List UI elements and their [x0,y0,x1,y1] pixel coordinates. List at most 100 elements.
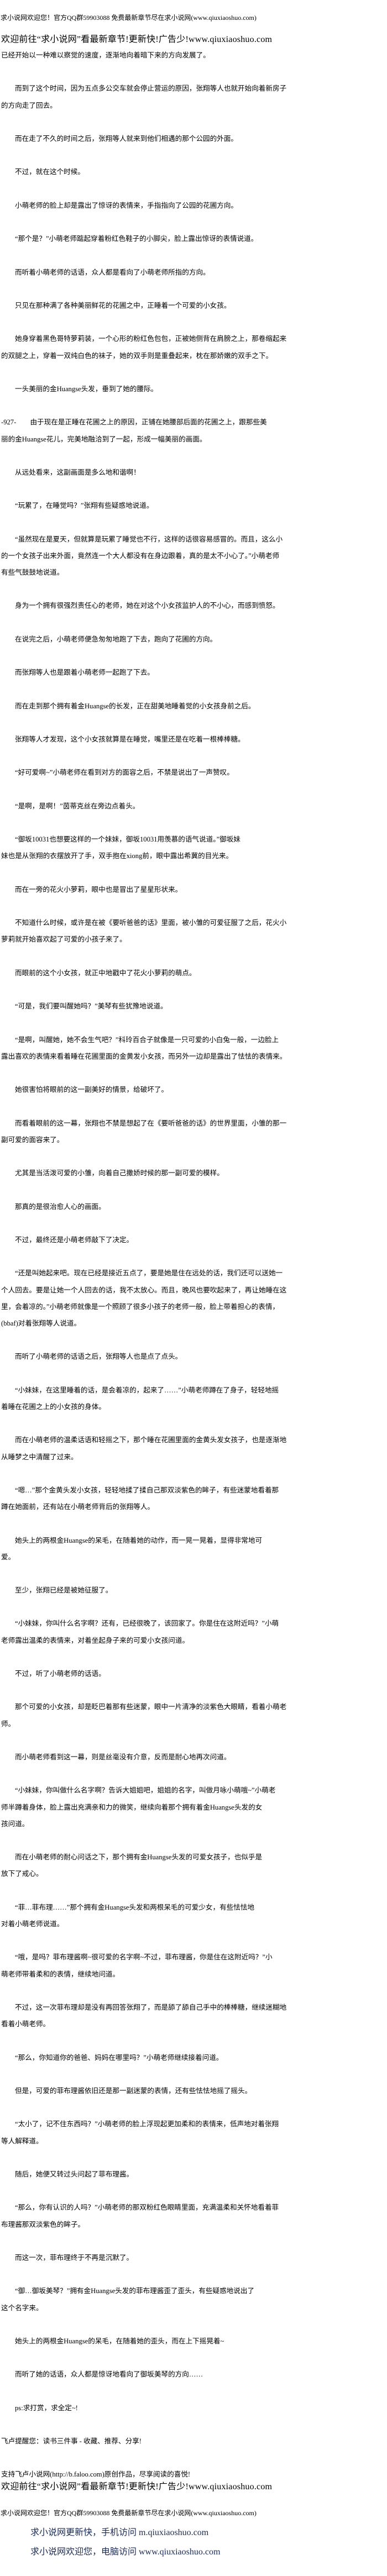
text-line: 但是，可爱的菲布理酱依旧还是那一副迷蒙的表情，还有些怯怯地摇了摇头。 [15,2087,252,2095]
paragraph: 小萌老师的脸上却是露出了惊讶的表情来，手指指向了公园的花圃方向。 [0,197,387,214]
paragraph: 而在小萌老师的耐心问话之下，那个拥有金Huangse头发的可爱女孩子，也似乎是放… [0,1849,387,1882]
paragraph: “那么，你知道你的爸爸、妈妈在哪里吗？”小萌老师继续接着问道。 [0,2049,387,2066]
text-line: 不过，听了小萌老师的话语。 [15,1670,106,1678]
paragraph: “哦，是吗？菲布理酱啊~很可爱的名字啊~不过，菲布理酱，你是住在这附近吗？”小萌… [0,1949,387,1982]
text-line: 尤其是当活泼可爱的小雏，向着自己撒娇时候的那一副可爱的模样。 [15,1169,224,1177]
text-line: 萌老师带着柔和的表情，继续地问道。 [1,1970,120,1978]
paragraph: “可是，我们要叫醒她吗？”美琴有些犹豫地说道。 [0,998,387,1014]
text-line: 对着小萌老师说道。 [1,1920,64,1928]
paragraph: ps:求打赏，求全定~! [0,2400,387,2416]
paragraph: “嗯…”那个金黄头发小女孩，轻轻地揉了揉自己那双淡紫色的眸子，有些迷蒙地看着那蹲… [0,1482,387,1515]
text-line: 而这一次，菲布理终于不再是沉默了。 [15,2253,134,2262]
text-line: “是啊，叫醒她，她不会生气吧？”科玲百合子就像是一只可爱的小白兔一般，一边脸上 [15,1035,279,1044]
paragraph: 身为一个拥有很强烈责任心的老师，她在对这个小女孩监护人的不小心，而感到愤怒。 [0,597,387,614]
faloo-support-notice: 支持飞卢小说网(http://b.faloo.com)原创作品，尽享阅读的喜悦! [1,2470,191,2479]
paragraph: 而在一旁的花火小萝莉，眼中也是冒出了星星形状来。 [0,881,387,898]
text-line: 而到了这个时间，因为五点多公交车就会停止营运的原因，张翔等人也就开始向着新房子 [15,85,287,93]
text-line: 而小萌老师看到这一幕，则是丝毫没有介意，反而是耐心地再次问道。 [15,1753,231,1762]
paragraph: 而在走了不久的时间之后，张翔等人就来到他们相遇的那个公园的外面。 [0,130,387,147]
paragraph: 不知道什么时候，或许是在被《要听爸爸的话》里面，被小雏的可爱征服了之后，花火小萝… [0,914,387,948]
text-line: 放下了戒心。 [1,1870,43,1878]
page: 求小说网欢迎您！官方QQ群59903088 免费最新章节尽在求小说网(www.q… [0,12,387,2559]
text-line: 丽的金Huangse花儿，完美地融洽到了一起，形成一幅美丽的画面。 [1,435,207,443]
paragraph: -927- 由于现在是正睡在花圃之上的原因，正铺在她腰部后面的花圃之上，跟那些美… [0,414,387,447]
paragraph: 那个可爱的小女孩，却是眨巴着那有些迷蒙，眼中一片清净的淡紫色大眼睛，看着小萌老师… [0,1699,387,1732]
paragraph: 只见在那种满了各种美丽鲜花的花圃之中，正睡着一个可爱的小女孩。 [0,297,387,314]
paragraph: 而眼前的这个小女孩，就正中地戳中了花火小萝莉的萌点。 [0,965,387,981]
paragraph: 而到了这个时间，因为五点多公交车就会停止营运的原因，张翔等人也就开始向着新房子的… [0,80,387,113]
paragraph: 而小萌老师看到这一幕，则是丝毫没有介意，反而是耐心地再次问道。 [0,1749,387,1765]
paragraph: 那真的是很治愈人心的画面。 [0,1198,387,1215]
text-line: ps:求打赏，求全定~! [15,2404,78,2412]
paragraph: 不过，最终还是小萌老师敲下了决定。 [0,1232,387,1248]
text-line: 看着小萌老师。 [1,2020,50,2028]
text-line: 而在小萌老师的耐心问话之下，那个拥有金Huangse头发的可爱女孩子，也似乎是 [15,1853,263,1862]
paragraph: “那个是？”小萌老师踮起穿着粉红色鞋子的小脚尖，脸上露出惊讶的表情说道。 [0,230,387,247]
text-line: 而眼前的这个小女孩，就正中地戳中了花火小萝莉的萌点。 [15,969,196,977]
text-line: “小妹妹，你叫做什么名字啊？告诉大姐姐吧，姐姐的名字，叫做月咏小萌哦~”小萌老 [15,1786,276,1795]
text-line: 从睡梦之中清醒了过来。 [1,1453,78,1461]
paragraph: “那么，你有认识的人吗？”小萌老师的那双粉红色眼睛里面，充满温柔和关怀地看着菲布… [0,2199,387,2232]
paragraph: 不过，就在这个时候。 [0,164,387,180]
paragraph: 尤其是当活泼可爱的小雏，向着自己撒娇时候的那一副可爱的模样。 [0,1165,387,1181]
paragraph: 她头上的两根金Huangse的呆毛，在随着她的歪头，而在上下摇晃着~ [0,2333,387,2349]
text-line: “太小了，记不住东西吗？”小萌老师的脸上浮现起更加柔和的表情来，低声地对着张翔 [15,2120,279,2128]
paragraph: 在说完之后，小萌老师便急匆匆地跑了下去，跑向了花圃的方向。 [0,631,387,648]
text-line: 而在小萌老师的温柔话语和轻摇之下，那个睡在花圃里面的金黄头发女孩子，也是逐渐地 [15,1436,287,1444]
text-line: 已经开始以一种难以察觉的速度，逐渐地向着暗下来的方向发展了。 [1,51,210,59]
text-line: “御坂10031也想要这样的一个妹妹，御坂10031用羡慕的语气说道。”御坂妹 [15,835,240,844]
paragraph: “好可爱啊~”小萌老师在看到对方的面容之后，不禁是说出了一声赞叹。 [0,764,387,781]
text-line: “是啊，是啊！”茵蒂克丝在旁边点着头。 [15,802,140,810]
paragraph: 而看着眼前的这一幕，张翔也不禁是想起了在《要听爸爸的话》的世界里面，小雏的那一副… [0,1115,387,1148]
text-line: 蹲在她面前，还有站在小萌老师背后的张翔等人。 [1,1503,155,1511]
paragraph: “太小了，记不住东西吗？”小萌老师的脸上浮现起更加柔和的表情来，低声地对着张翔等… [0,2116,387,2149]
text-line: 那个可爱的小女孩，却是眨巴着那有些迷蒙，眼中一片清净的淡紫色大眼睛，看着小萌老 [15,1703,287,1711]
text-line: 在说完之后，小萌老师便急匆匆地跑了下去，跑向了花圃的方向。 [15,635,217,643]
text-line: 她头上的两根金Huangse的呆毛，在随着她的歪头，而在上下摇晃着~ [15,2337,224,2345]
site-banner-footer: 欢迎前往“求小说网”看最新章节!更新快!广告少!www.qiuxiaoshuo.… [1,2482,273,2491]
faloo-reminder: 飞卢提醒您：读书三件事 - 收藏、推荐、分享! [1,2437,142,2446]
paragraph: 至少，张翔已经是被她征服了。 [0,1582,387,1599]
text-line: 不过，就在这个时候。 [15,168,85,176]
text-line: -927- 由于现在是正睡在花圃之上的原因，正铺在她腰部后面的花圃之上，跟那些美 [1,418,267,427]
paragraph: 而张翔等人也是跟着小萌老师一起跑了下去。 [0,664,387,681]
text-line: 张翔等人才发现，这个小女孩就算是在睡觉，嘴里还是在吃着一根棒棒糖。 [15,735,245,744]
text-line: 一头美丽的金Huangse头发，垂到了她的腰际。 [15,385,158,393]
text-line: 爱。 [1,1553,15,1561]
paragraph: 从远处看来，这副画面是多么地和谐啊！ [0,464,387,481]
text-line: “嗯…”那个金黄头发小女孩，轻轻地揉了揉自己那双淡紫色的眸子，有些迷蒙地看着那 [15,1486,279,1494]
text-line: 而在一旁的花火小萝莉，眼中也是冒出了星星形状来。 [15,885,182,893]
text-line: “好可爱啊~”小萌老师在看到对方的面容之后，不禁是说出了一声赞叹。 [15,769,234,777]
text-line: 而听了她的话语，众人都是惊讶地看向了御坂美琴的方向…… [15,2370,203,2379]
text-line: 从远处看来，这副画面是多么地和谐啊！ [15,468,140,476]
text-line: “御…御坂美琴？”拥有金Huangse头发的菲布理酱歪了歪头，有些疑惑地说出了 [15,2287,255,2295]
text-line: 的方向走了回去。 [1,101,57,109]
chapter-body: 而到了这个时间，因为五点多公交车就会停止营运的原因，张翔等人也就开始向着新房子的… [0,80,387,2416]
text-line: 而在走了不久的时间之后，张翔等人就来到他们相遇的那个公园的外面。 [15,134,238,143]
paragraph: 而在小萌老师的温柔话语和轻摇之下，那个睡在花圃里面的金黄头发女孩子，也是逐渐地从… [0,1432,387,1465]
text-line: 她身穿着黑色哥特萝莉装，一个心形的粉红色包包，正被她侧背在肩膀之上，那卷缩起来 [15,335,287,343]
pc-access-link[interactable]: 求小说网欢迎您，电脑访问 www.qiuxiaoshuo.com [30,2547,221,2557]
text-line: “哦，是吗？菲布理酱啊~很可爱的名字啊~不过，菲布理酱，你是住在这附近吗？”小 [15,1953,273,1962]
paragraph: “菲…菲布理……”那个拥有金Huangse头发和两根呆毛的可爱少女，有些怯怯地对… [0,1899,387,1932]
paragraph: “玩累了，在睡觉吗？”张翔有些疑惑地说道。 [0,497,387,514]
text-line: 师半蹲着身体，脸上露出充满亲和力的微笑，继续向着那个拥有着金Huangse头发的… [1,1803,263,1811]
text-line: 那真的是很治愈人心的画面。 [15,1202,106,1211]
text-line: “菲…菲布理……”那个拥有金Huangse头发和两根呆毛的可爱少女，有些怯怯地 [15,1903,255,1911]
paragraph: 而听了她的话语，众人都是惊讶地看向了御坂美琴的方向…… [0,2366,387,2383]
text-line: “那么，你有认识的人吗？”小萌老师的那双粉红色眼睛里面，充满温柔和关怀地看着菲 [15,2204,279,2212]
text-line: “小妹妹，你叫什么名字啊？还有，已经很晚了，该回家了。你是住在这附近吗？”小萌 [15,1620,279,1628]
text-line: 而听着小萌老师的话语，众人都是看向了小萌老师所指的方向。 [15,268,210,276]
paragraph: “还是叫她起来吧。现在已经是接近五点了，要是她是住在远处的话，我们还可以送她一个… [0,1265,387,1332]
text-line: “还是叫她起来吧。现在已经是接近五点了，要是她是住在远处的话，我们还可以送她一 [15,1269,283,1278]
paragraph: 而听着小萌老师的话语，众人都是看向了小萌老师所指的方向。 [0,264,387,281]
site-banner: 欢迎前往“求小说网”看最新章节!更新快!广告少!www.qiuxiaoshuo.… [1,35,273,44]
paragraph: 不过，这一次菲布理却是没有再回答张翔了，而是舔了舔自己手中的棒棒糖，继续迷糊地看… [0,1999,387,2032]
text-line: “玩累了，在睡觉吗？”张翔有些疑惑地说道。 [15,502,154,510]
text-line: 而在走到那个拥有着金Huangse的长发，正在甜美地睡着觉的小女孩身前之后。 [15,702,255,710]
paragraph: “小妹妹，你叫什么名字啊？还有，已经很晚了，该回家了。你是住在这附近吗？”小萌老… [0,1615,387,1648]
text-line: 这个名字来。 [1,2304,43,2312]
mobile-access-link[interactable]: 求小说网更新快，手机访问 m.qiuxiaoshuo.com [30,2527,209,2537]
text-line: 等人解释道。 [1,2137,43,2145]
paragraph: “小妹妹，你叫做什么名字啊？告诉大姐姐吧，姐姐的名字，叫做月咏小萌哦~”小萌老师… [0,1782,387,1832]
